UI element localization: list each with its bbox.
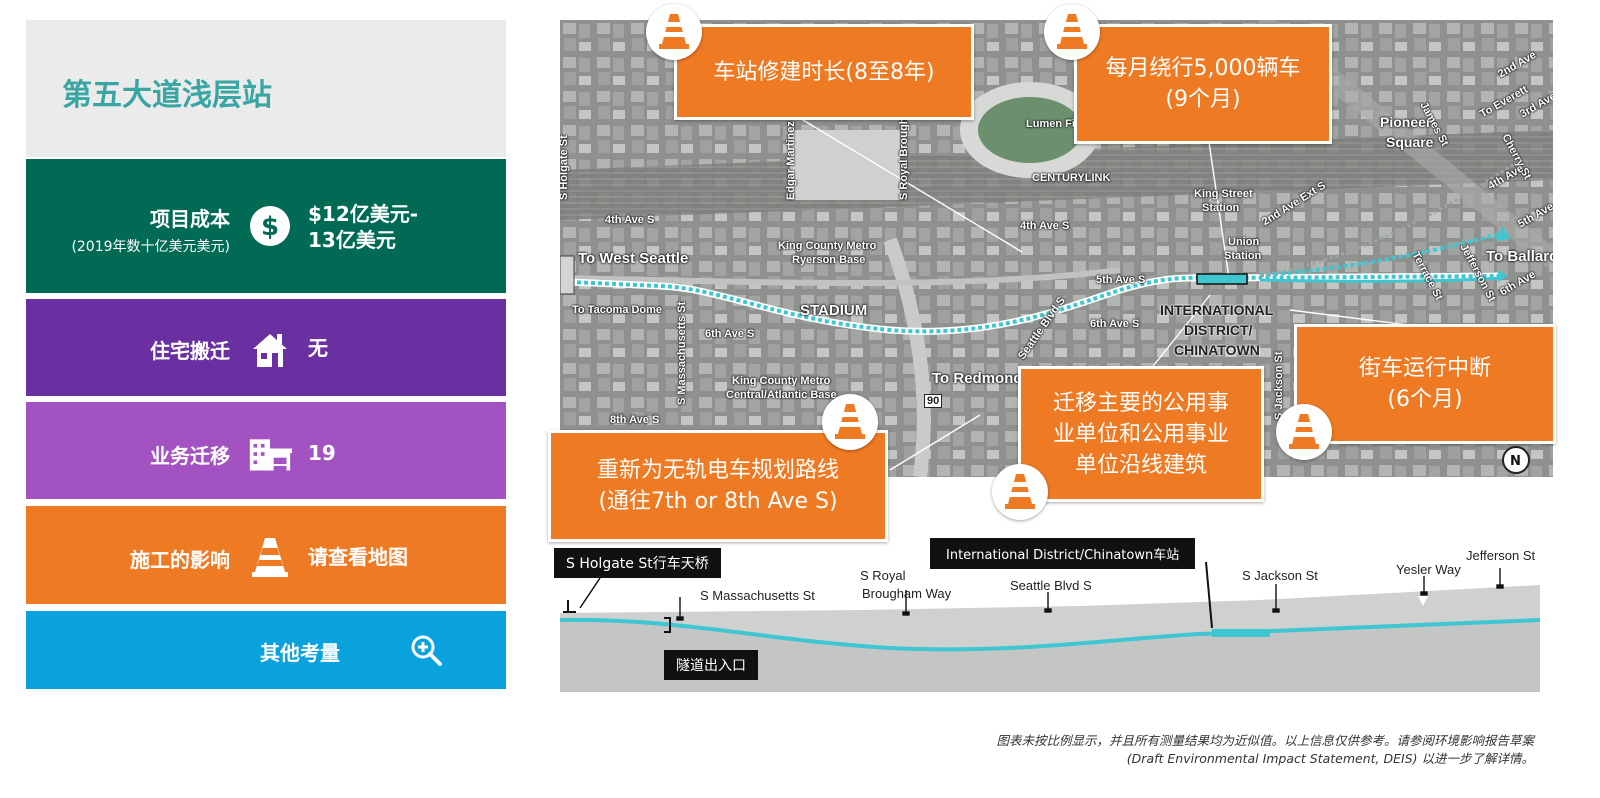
other-considerations-panel[interactable]: 其他考量 bbox=[26, 611, 506, 689]
callout-streetcar: 街车运行中断 (6个月) bbox=[1294, 324, 1556, 444]
north-arrow-icon: N bbox=[1510, 454, 1521, 469]
map-label-west-seattle: To West Seattle bbox=[578, 250, 689, 267]
tunnel-portal-tag: 隧道出入口 bbox=[664, 650, 758, 680]
construction-value: 请查看地图 bbox=[308, 545, 408, 569]
business-label: 业务迁移 bbox=[150, 444, 230, 468]
profile-label-royal-2: Brougham Way bbox=[862, 586, 952, 601]
profile-label-jefferson: Jefferson St bbox=[1466, 548, 1536, 563]
traffic-cone-icon bbox=[646, 4, 702, 60]
map-label-5th-ave: 5th Ave S bbox=[1096, 274, 1146, 286]
map-label-ryerson-2: Ryerson Base bbox=[792, 254, 866, 266]
business-panel: 业务迁移 19 bbox=[26, 402, 506, 499]
footnote: 图表未按比例显示，并且所有测量结果均为近似值。以上信息仅供参考。请参阅环境影响报… bbox=[996, 732, 1534, 768]
profile-label-royal-1: S Royal bbox=[860, 568, 906, 583]
house-icon bbox=[248, 327, 292, 371]
traffic-cone-icon bbox=[1276, 404, 1332, 460]
dollar-icon: $ bbox=[248, 204, 292, 248]
map-label-edgar: Edgar Martinez bbox=[785, 121, 797, 200]
cost-value-line1: $12亿美元- bbox=[308, 202, 419, 226]
callout-detour-line1: 每月绕行5,000辆车 bbox=[1105, 56, 1301, 81]
business-value: 19 bbox=[308, 441, 336, 465]
traffic-cone-icon bbox=[992, 464, 1048, 520]
cost-label: 项目成本 (2019年数十亿美元美元) bbox=[71, 203, 230, 256]
residential-panel: 住宅搬迁 无 bbox=[26, 299, 506, 396]
profile-label-jackson: S Jackson St bbox=[1242, 568, 1318, 583]
map-label-union-1: Union bbox=[1228, 236, 1260, 248]
building-icon bbox=[248, 432, 292, 476]
construction-label: 施工的影响 bbox=[130, 548, 230, 572]
map-label-union-2: Station bbox=[1224, 250, 1262, 262]
callout-utilities-line1: 迁移主要的公用事 bbox=[1052, 390, 1229, 416]
holgate-overpass-tag: S Holgate St行车天桥 bbox=[554, 548, 721, 578]
map-label-pioneer-1: Pioneer bbox=[1380, 114, 1432, 130]
cost-label-text: 项目成本 bbox=[150, 207, 230, 231]
map-label-id-3: CHINATOWN bbox=[1174, 342, 1260, 358]
construction-panel: 施工的影响 请查看地图 bbox=[26, 506, 506, 604]
map-label-pioneer-2: Square bbox=[1386, 134, 1434, 150]
footnote-line2: (Draft Environmental Impact Statement, D… bbox=[1126, 751, 1534, 766]
map-label-king-st-1: King Street bbox=[1194, 188, 1253, 200]
cost-value: $12亿美元- 13亿美元 bbox=[308, 201, 418, 253]
callout-station-duration-text: 车站修建时长(8至8年) bbox=[713, 59, 935, 85]
map-label-centurylink: CENTURYLINK bbox=[1032, 172, 1111, 184]
tunnel-profile: S Holgate St行车天桥 International District/… bbox=[554, 538, 1553, 692]
station-tag: International District/Chinatown车站 bbox=[930, 538, 1196, 569]
callout-streetcar-line2: (6个月) bbox=[1387, 387, 1463, 412]
callout-trolley-line1: 重新为无轨电车规划路线 bbox=[596, 458, 839, 483]
svg-text:$: $ bbox=[261, 212, 279, 242]
profile-label-massachusetts: S Massachusetts St bbox=[700, 588, 815, 603]
map-label-id-1: INTERNATIONAL bbox=[1160, 302, 1274, 318]
map-label-central-2: Central/Atlantic Base bbox=[726, 389, 837, 401]
map-label-i90: 90 bbox=[924, 394, 943, 408]
map-label-redmond: To Redmond bbox=[932, 370, 1023, 387]
map-label-ryerson-1: King County Metro bbox=[778, 240, 877, 252]
map-label-4th-ave-w: 4th Ave S bbox=[605, 214, 655, 226]
map-label-holgate: S Holgate St bbox=[560, 135, 570, 200]
traffic-cone-icon bbox=[822, 394, 878, 450]
callout-utilities: 迁移主要的公用事 业单位和公用事业 单位沿线建筑 bbox=[1018, 366, 1264, 502]
callout-detour-line2: (9个月) bbox=[1165, 87, 1241, 112]
callout-streetcar-line1: 街车运行中断 bbox=[1358, 356, 1491, 381]
callout-trolley-line2: (通往7th or 8th Ave S) bbox=[598, 489, 838, 514]
map-label-stadium: STADIUM bbox=[800, 302, 868, 319]
residential-value: 无 bbox=[308, 336, 328, 360]
profile-label-seattle-blvd: Seattle Blvd S bbox=[1010, 578, 1092, 593]
cost-value-line2: 13亿美元 bbox=[308, 228, 396, 252]
profile-graphic bbox=[559, 561, 1541, 692]
map-label-king-st-2: Station bbox=[1202, 202, 1240, 214]
map-label-central-1: King County Metro bbox=[732, 375, 831, 387]
title-panel: 第五大道浅层站 bbox=[26, 20, 506, 157]
page-title: 第五大道浅层站 bbox=[62, 78, 272, 113]
other-label: 其他考量 bbox=[260, 641, 340, 665]
callout-station-duration: 车站修建时长(8至8年) bbox=[674, 24, 974, 120]
profile-label-yesler: Yesler Way bbox=[1396, 562, 1461, 577]
map-label-8th-ave: 8th Ave S bbox=[610, 414, 660, 426]
callout-utilities-line2: 业单位和公用事业 bbox=[1052, 421, 1229, 447]
cost-sublabel: (2019年数十亿美元美元) bbox=[71, 239, 230, 255]
map-label-id-2: DISTRICT/ bbox=[1184, 322, 1253, 338]
callout-detour: 每月绕行5,000辆车 (9个月) bbox=[1074, 24, 1332, 144]
map-label-4th-ave-e: 4th Ave S bbox=[1020, 220, 1070, 232]
traffic-cone-icon bbox=[1044, 4, 1100, 60]
callout-trolley-reroute: 重新为无轨电车规划路线 (通往7th or 8th Ave S) bbox=[548, 430, 888, 542]
map-label-6th-ave-e: 6th Ave S bbox=[1090, 318, 1140, 330]
callout-utilities-line3: 单位沿线建筑 bbox=[1074, 452, 1207, 478]
zoom-in-icon[interactable] bbox=[404, 628, 448, 672]
map-label-tacoma: To Tacoma Dome bbox=[572, 304, 663, 316]
footnote-line1: 图表未按比例显示，并且所有测量结果均为近似值。以上信息仅供参考。请参阅环境影响报… bbox=[996, 733, 1534, 748]
residential-label: 住宅搬迁 bbox=[150, 339, 230, 363]
traffic-cone-icon bbox=[248, 535, 292, 579]
cost-panel: 项目成本 (2019年数十亿美元美元) $ $12亿美元- 13亿美元 bbox=[26, 159, 506, 293]
map-label-massachusetts: S Massachusetts St bbox=[676, 301, 688, 405]
map-label-6th-ave: 6th Ave S bbox=[705, 328, 755, 340]
map-label-ballard: To Ballard bbox=[1486, 248, 1553, 265]
